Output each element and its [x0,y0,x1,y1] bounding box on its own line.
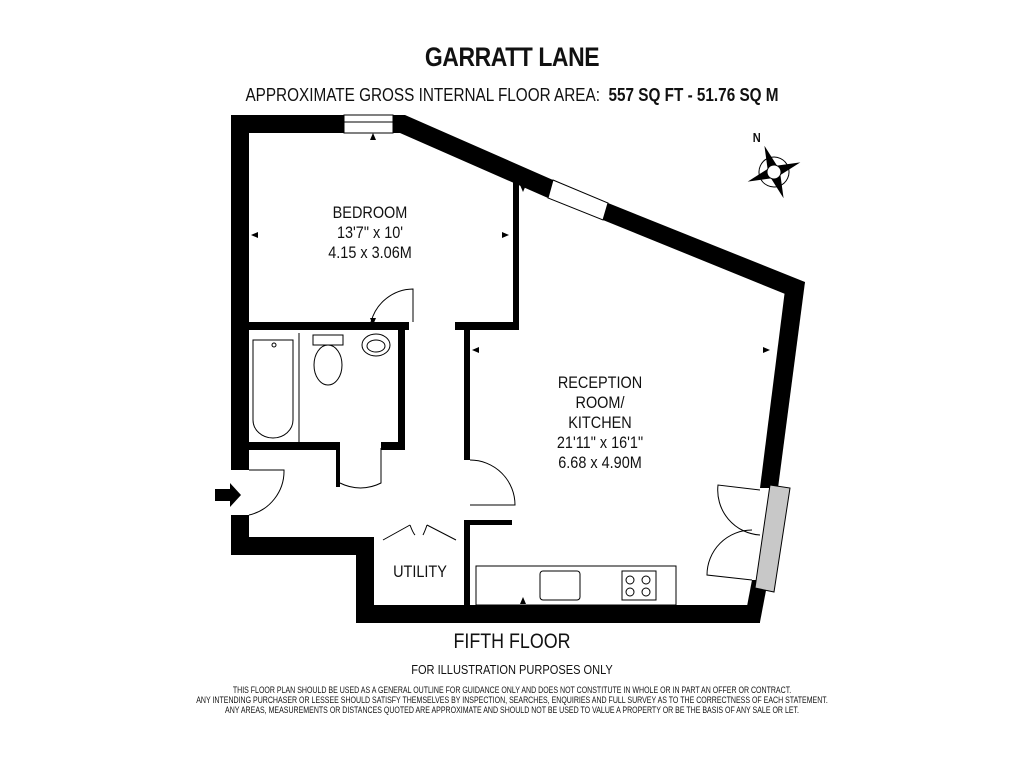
dimension-markers [251,133,770,604]
room-metric: 6.68 x 4.90M [558,453,642,472]
room-name: BEDROOM [332,203,408,222]
floor-name: FIFTH FLOOR [453,630,571,653]
floor-area: APPROXIMATE GROSS INTERNAL FLOOR AREA: 5… [77,85,947,106]
disclaimer-line: ANY AREAS, MEASUREMENTS OR DISTANCES QUO… [225,705,799,715]
room-metric: 4.15 x 3.06M [328,243,412,262]
room-name-2: KITCHEN [568,413,632,432]
room-imperial: 21'11" x 16'1" [556,433,644,452]
illustration-note: FOR ILLUSTRATION PURPOSES ONLY [411,662,613,677]
disclaimer-line: ANY INTENDING PURCHASER OR LESSEE SHOULD… [196,695,828,705]
compass-rose-icon [747,145,801,199]
compass-north-label: N [752,130,761,145]
room-imperial: 13'7" x 10' [336,223,404,242]
walls [231,115,805,623]
property-title: GARRATT LANE [424,42,600,72]
disclaimer: THIS FLOOR PLAN SHOULD BE USED AS A GENE… [113,685,912,715]
room-utility: UTILITY [393,562,447,581]
floor-area-label: APPROXIMATE GROSS INTERNAL FLOOR AREA: [245,85,600,105]
floor-area-value: 557 SQ FT - 51.76 SQ M [608,85,779,105]
room-bedroom: BEDROOM 13'7" x 10' 4.15 x 3.06M [319,203,421,263]
room-reception-kitchen: RECEPTION ROOM/ KITCHEN 21'11" x 16'1" 6… [541,373,660,473]
disclaimer-line: THIS FLOOR PLAN SHOULD BE USED AS A GENE… [232,685,792,695]
fixtures [248,114,791,606]
entrance-arrow-icon [215,483,241,507]
room-name: RECEPTION ROOM/ [557,373,643,412]
